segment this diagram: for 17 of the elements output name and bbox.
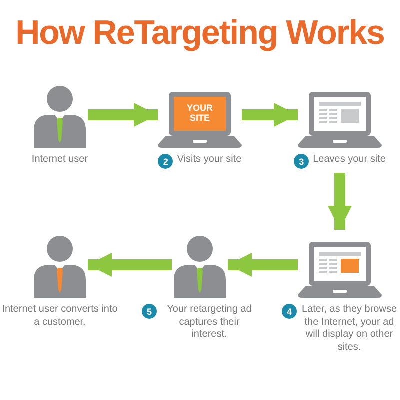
arrow xyxy=(88,252,172,278)
step-caption: Your retargeting ad captures their interest. xyxy=(166,304,253,342)
step-number: 4 xyxy=(282,304,297,319)
arrow xyxy=(228,252,298,278)
step-caption: Later, as they browse the Internet, your ad will display on other sites. xyxy=(301,304,398,354)
step-caption: Internet user xyxy=(32,154,88,166)
step-caption: Visits your site xyxy=(177,154,242,166)
step-number: 5 xyxy=(142,304,157,319)
step-caption: Internet user converts into a customer. xyxy=(2,304,118,329)
arrow xyxy=(88,102,158,128)
step-number: 3 xyxy=(294,154,310,169)
arrow xyxy=(328,173,352,230)
arrow xyxy=(242,102,298,128)
step-number: 2 xyxy=(158,154,174,169)
step-caption: Leaves your site xyxy=(313,154,386,166)
site-label: YOUR SITE xyxy=(186,104,214,124)
title: How ReTargeting Works xyxy=(14,14,386,53)
